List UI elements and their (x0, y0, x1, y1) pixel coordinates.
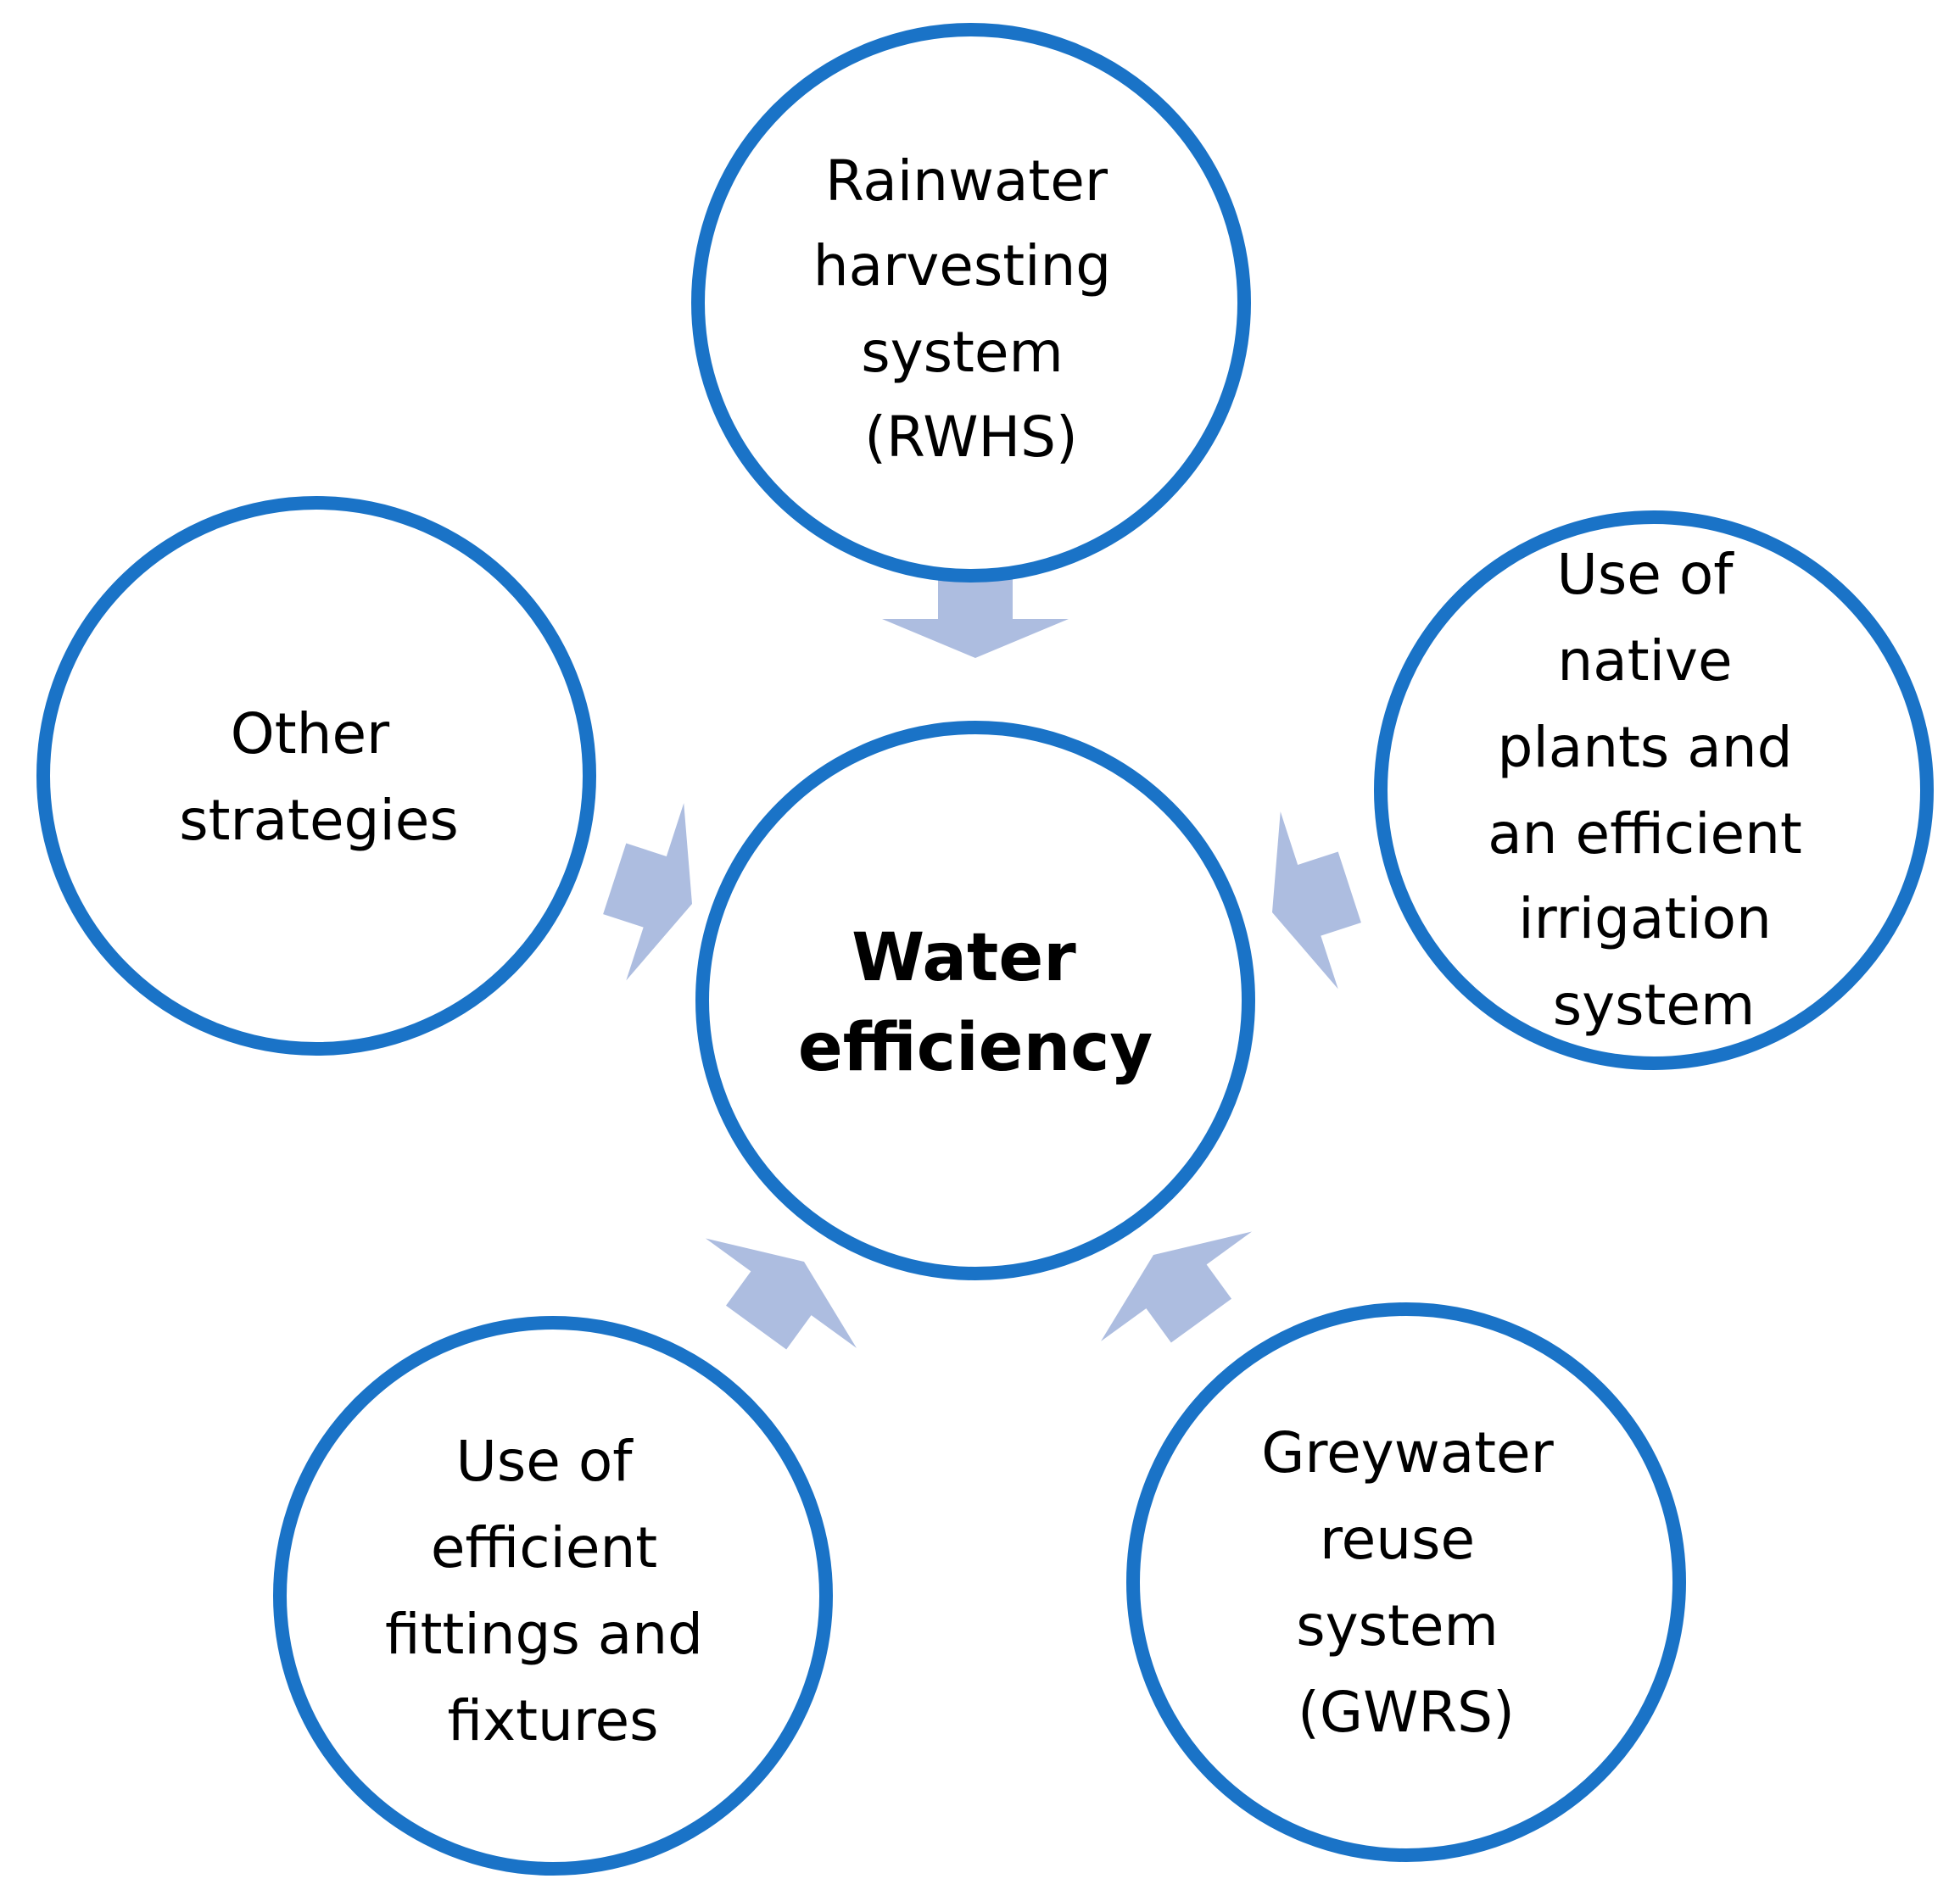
gwrs-label-line: reuse (1320, 1507, 1475, 1572)
arrow-from-other (603, 803, 692, 981)
arrow-from-rwhs (882, 577, 1069, 658)
center-node: Water efficiency (695, 721, 1255, 1280)
fittings-label-line: fittings and (385, 1602, 703, 1667)
gwrs-label-line: (GWRS) (1298, 1680, 1515, 1745)
arrow-from-native-plants (1272, 811, 1361, 990)
native-plants-label-line: irrigation (1518, 886, 1772, 951)
native-plants-label-line: Use of (1557, 542, 1735, 607)
gwrs-label: Greywater reuse system (GWRS) (1261, 1420, 1572, 1745)
rwhs-label: Rainwater harvesting system (RWHS) (813, 148, 1129, 470)
arrow-from-gwrs (1101, 1231, 1253, 1343)
center-label-line: efficiency (798, 1010, 1153, 1086)
fittings-label-line: efficient (431, 1515, 657, 1580)
native-plants-label-line: an efficient (1488, 801, 1802, 867)
node-native-plants: Use of native plants and an efficient ir… (1374, 510, 1934, 1070)
gwrs-label-line: system (1296, 1593, 1499, 1658)
node-other: Other strategies (36, 496, 596, 1056)
rwhs-label-line: (RWHS) (864, 404, 1077, 470)
rwhs-circle (691, 23, 1251, 583)
fittings-label: Use of efficient fittings and fixtures (385, 1429, 721, 1753)
native-plants-label-line: system (1553, 973, 1756, 1038)
rwhs-label-line: Rainwater (825, 148, 1108, 214)
other-label-line: Other (231, 701, 390, 767)
fittings-circle (273, 1316, 833, 1876)
gwrs-circle (1126, 1302, 1686, 1862)
node-gwrs: Greywater reuse system (GWRS) (1126, 1302, 1686, 1862)
other-circle (36, 496, 596, 1056)
fittings-label-line: Use of (456, 1429, 634, 1494)
center-label-line: Water (852, 920, 1076, 996)
arrow-from-fittings (705, 1238, 857, 1350)
rwhs-label-line: system (861, 320, 1064, 385)
other-label: Other strategies (179, 701, 459, 853)
fittings-label-line: fixtures (447, 1688, 658, 1753)
native-plants-label-line: plants and (1498, 715, 1793, 780)
gwrs-label-line: Greywater (1261, 1420, 1554, 1486)
node-rwhs: Rainwater harvesting system (RWHS) (691, 23, 1251, 583)
native-plants-label-line: native (1557, 628, 1732, 694)
node-fittings: Use of efficient fittings and fixtures (273, 1316, 833, 1876)
native-plants-circle (1374, 510, 1934, 1070)
center-label: Water efficiency (798, 920, 1153, 1086)
center-circle (695, 721, 1255, 1280)
rwhs-label-line: harvesting (813, 233, 1111, 298)
other-label-line: strategies (179, 788, 459, 853)
native-plants-label: Use of native plants and an efficient ir… (1488, 542, 1820, 1038)
